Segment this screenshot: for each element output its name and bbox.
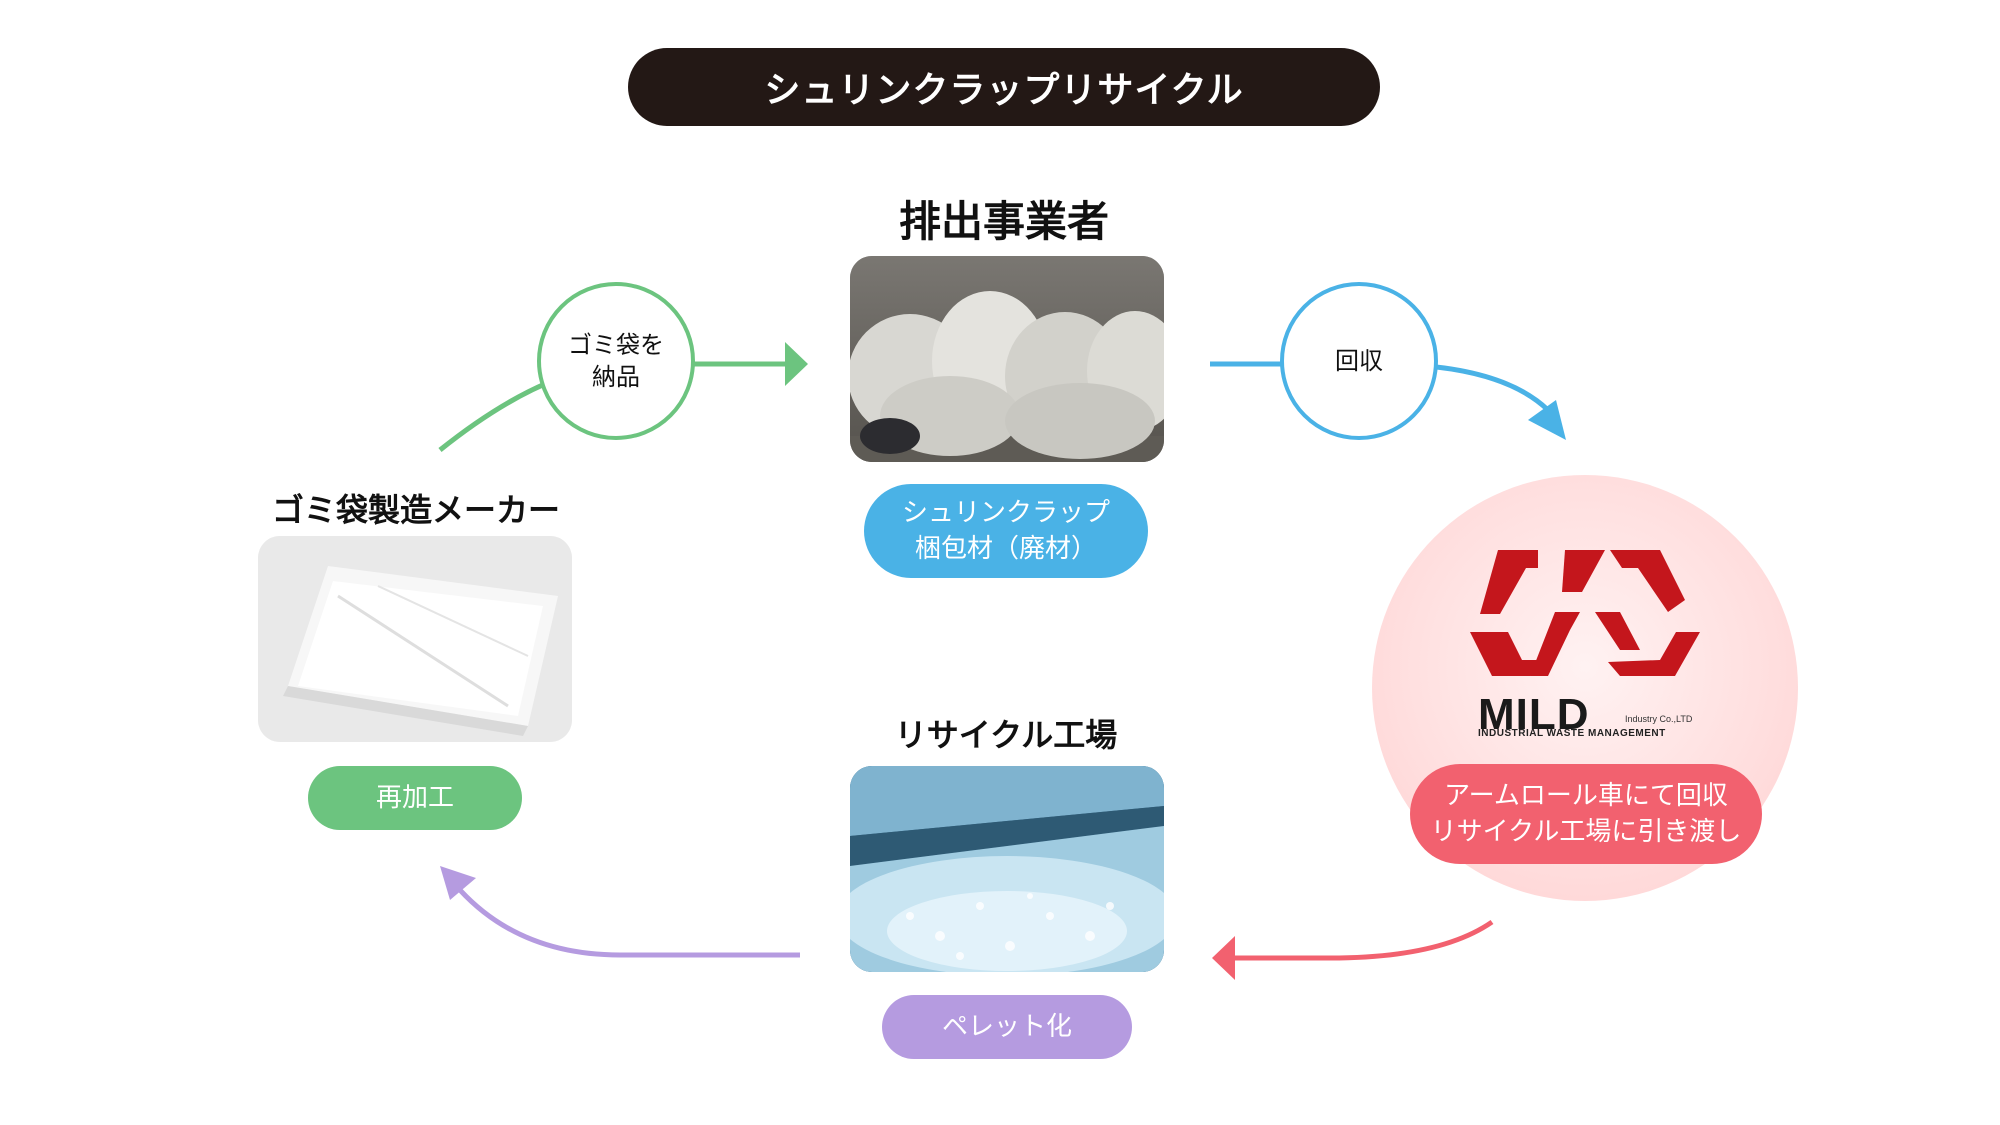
emitter-label: シュリンクラップ 梱包材（廃材） (864, 484, 1148, 578)
factory-label: ペレット化 (882, 995, 1132, 1059)
arrow-deliver-head (785, 342, 808, 386)
plastic-pellets-image (850, 766, 1164, 972)
emitter-title: 排出事業者 (898, 197, 1110, 246)
mild-logo-suffix: Industry Co.,LTD (1625, 714, 1693, 724)
arrow-to-factory-head (1212, 936, 1235, 980)
arrow-collect-head (1528, 400, 1566, 440)
flow-label-collect: 回収 (1280, 282, 1438, 440)
arrow-to-maker-head (440, 866, 476, 900)
arrow-to-factory (1235, 919, 1494, 961)
mild-logo-tagline: INDUSTRIAL WASTE MANAGEMENT (1478, 728, 1666, 739)
maker-photo (258, 536, 572, 742)
arrow-to-maker (458, 888, 800, 958)
garbage-bag-image (258, 536, 572, 742)
maker-title: ゴミ袋製造メーカー (271, 491, 561, 529)
factory-photo (850, 766, 1164, 972)
mild-label: アームロール車にて回収 リサイクル工場に引き渡し (1410, 764, 1762, 864)
mild-logo-name: MILD (1478, 690, 1590, 739)
diagram-title: シュリンクラップリサイクル (628, 48, 1380, 126)
emitter-photo (850, 256, 1164, 462)
recycle-logo-icon (1470, 550, 1700, 676)
maker-label: 再加工 (308, 766, 522, 830)
factory-title: リサイクル工場 (894, 716, 1118, 754)
shrink-wrap-bales-image (850, 256, 1164, 462)
flow-label-deliver: ゴミ袋を 納品 (537, 282, 695, 440)
